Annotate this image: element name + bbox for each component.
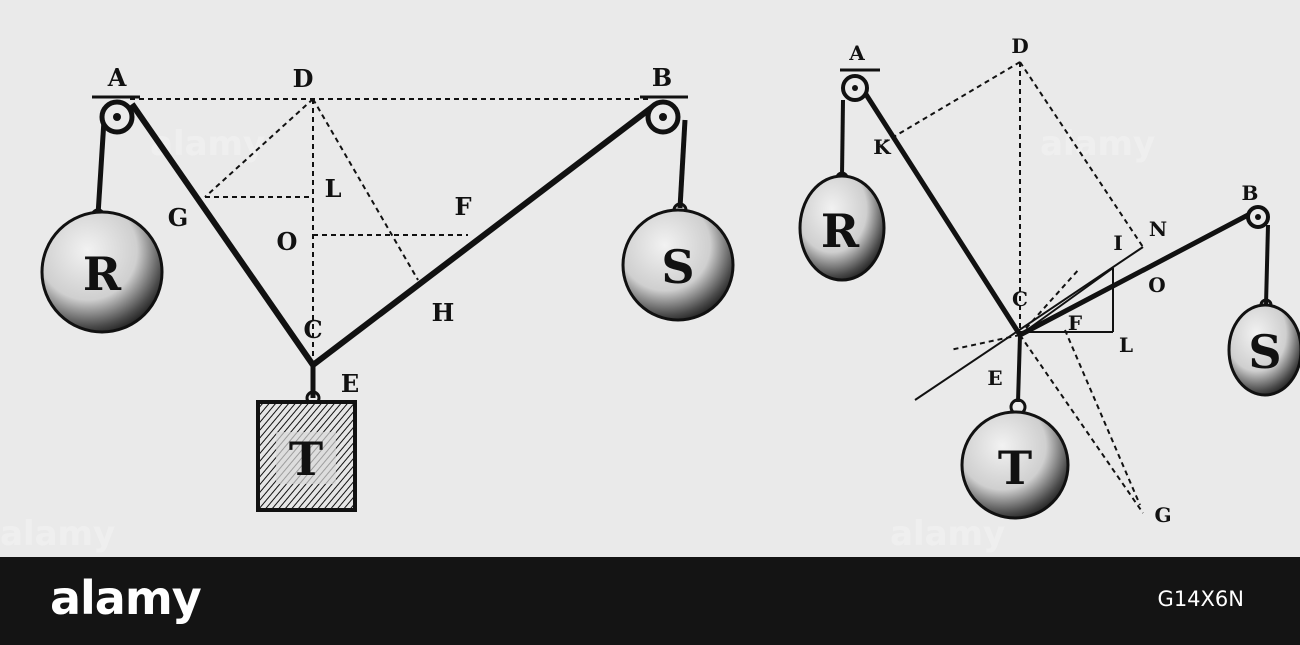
fig2-force-lines bbox=[914, 246, 1144, 401]
fig1-construction-lines bbox=[130, 98, 648, 358]
weight-r: R bbox=[40, 208, 164, 334]
label-o2: O bbox=[1148, 273, 1165, 297]
label-l: L bbox=[325, 174, 342, 203]
figure-1: R S T A D B G L F O C H E bbox=[40, 63, 735, 512]
watermark-text: alamy bbox=[890, 514, 1005, 554]
pulley-a2 bbox=[840, 68, 880, 102]
label-e: E bbox=[341, 369, 359, 398]
label-e2: E bbox=[987, 366, 1002, 390]
label-f2: F bbox=[1068, 311, 1082, 335]
label-g: G bbox=[168, 203, 189, 232]
weight-s-label: S bbox=[661, 240, 694, 294]
weight-r2: R bbox=[798, 171, 886, 282]
label-i: I bbox=[1113, 231, 1122, 255]
label-b2: B bbox=[1242, 181, 1259, 205]
watermark-layer: alamy alamy alamy alamy bbox=[0, 124, 1155, 554]
weight-t-label: T bbox=[289, 432, 323, 486]
weight-r2-label: R bbox=[821, 204, 860, 258]
watermark-text: alamy bbox=[1040, 124, 1155, 164]
label-c2: C bbox=[1012, 287, 1028, 311]
pulley-b bbox=[640, 95, 688, 135]
alamy-logo: alamy bbox=[50, 571, 202, 625]
label-c: C bbox=[303, 315, 322, 344]
label-d: D bbox=[293, 64, 314, 93]
label-f: F bbox=[454, 192, 471, 221]
label-k: K bbox=[873, 135, 891, 159]
watermark-text: alamy bbox=[0, 514, 115, 554]
weight-t2-label: T bbox=[998, 441, 1032, 495]
figure-2: R S T A D K B I N O C F L E G bbox=[798, 34, 1300, 527]
weight-s: S bbox=[621, 202, 735, 322]
label-a: A bbox=[107, 63, 127, 92]
weight-t2: T bbox=[960, 398, 1070, 520]
engraving-figures: alamy alamy alamy alamy bbox=[0, 34, 1300, 554]
label-b: B bbox=[652, 63, 672, 92]
label-n: N bbox=[1149, 217, 1167, 241]
pulley-b2 bbox=[1246, 205, 1270, 229]
label-h: H bbox=[432, 298, 455, 327]
label-a2: A bbox=[848, 41, 865, 65]
fig1-ropes bbox=[95, 102, 688, 398]
label-l2: L bbox=[1119, 333, 1133, 357]
weight-t-box: T bbox=[256, 390, 357, 512]
stock-footer-bar: alamy G14X6N bbox=[0, 557, 1300, 645]
label-g2: G bbox=[1154, 503, 1171, 527]
weight-r-label: R bbox=[83, 247, 122, 301]
weight-s2-label: S bbox=[1248, 325, 1281, 379]
weight-s2: S bbox=[1227, 298, 1300, 397]
stock-image-id: G14X6N bbox=[1157, 587, 1244, 611]
pulley-a bbox=[92, 95, 140, 135]
label-o: O bbox=[277, 227, 298, 256]
label-d2: D bbox=[1011, 34, 1028, 58]
fig2-ropes bbox=[840, 83, 1270, 403]
